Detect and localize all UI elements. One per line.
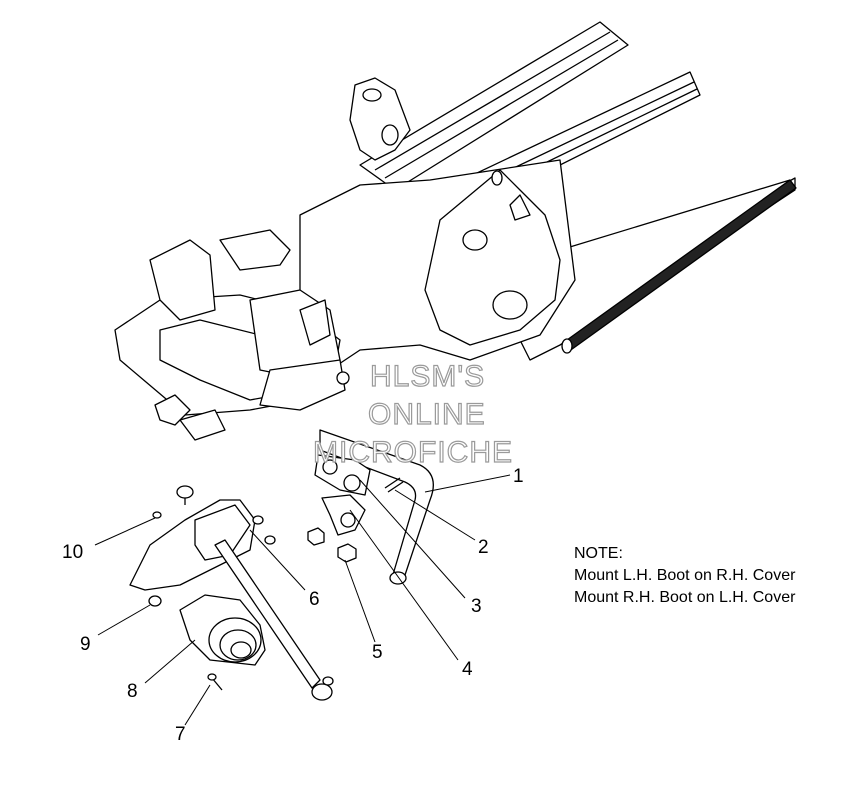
watermark-line-1: HLSM'S — [370, 360, 485, 393]
bolt-part-9 — [148, 595, 162, 607]
screw-top — [152, 511, 276, 545]
bracket-part-4 — [321, 494, 366, 536]
bulkhead-plate — [299, 77, 576, 371]
watermark: HLSM'S ONLINE MICROFICHE — [312, 359, 513, 469]
callout-4: 4 — [462, 659, 473, 680]
tunnel-frame — [359, 21, 797, 361]
boot-part-8 — [179, 594, 266, 666]
callout-8: 8 — [127, 681, 138, 702]
note-line-2: Mount R.H. Boot on L.H. Cover — [574, 589, 796, 606]
callout-numbers: 1 2 3 4 5 6 7 8 9 10 — [62, 466, 524, 745]
tube-part-1 — [319, 429, 434, 585]
assembly-note: NOTE: Mount L.H. Boot on R.H. Cover Moun… — [574, 543, 795, 609]
nut-small — [307, 527, 325, 546]
note-line-1: Mount L.H. Boot on R.H. Cover — [574, 567, 796, 584]
bolt-part-2 — [384, 477, 404, 493]
callout-3: 3 — [471, 596, 482, 617]
callout-2: 2 — [478, 537, 489, 558]
nut-part-5 — [337, 543, 357, 563]
front-subframe — [114, 229, 350, 441]
steering-cover-part-10 — [129, 485, 264, 591]
callout-7: 7 — [175, 724, 186, 745]
watermark-line-3: MICROFICHE — [313, 436, 513, 469]
tie-rod-part-6 — [214, 539, 334, 701]
bracket-part-3 — [314, 454, 371, 496]
leader-lines — [94, 474, 511, 726]
watermark-line-2: ONLINE — [368, 398, 486, 431]
callout-5: 5 — [372, 642, 383, 663]
callout-6: 6 — [309, 589, 320, 610]
callout-10: 10 — [62, 542, 83, 563]
note-heading: NOTE: — [574, 545, 623, 562]
callout-9: 9 — [80, 634, 91, 655]
callout-1: 1 — [513, 466, 524, 487]
fastener-part-7 — [207, 673, 223, 691]
